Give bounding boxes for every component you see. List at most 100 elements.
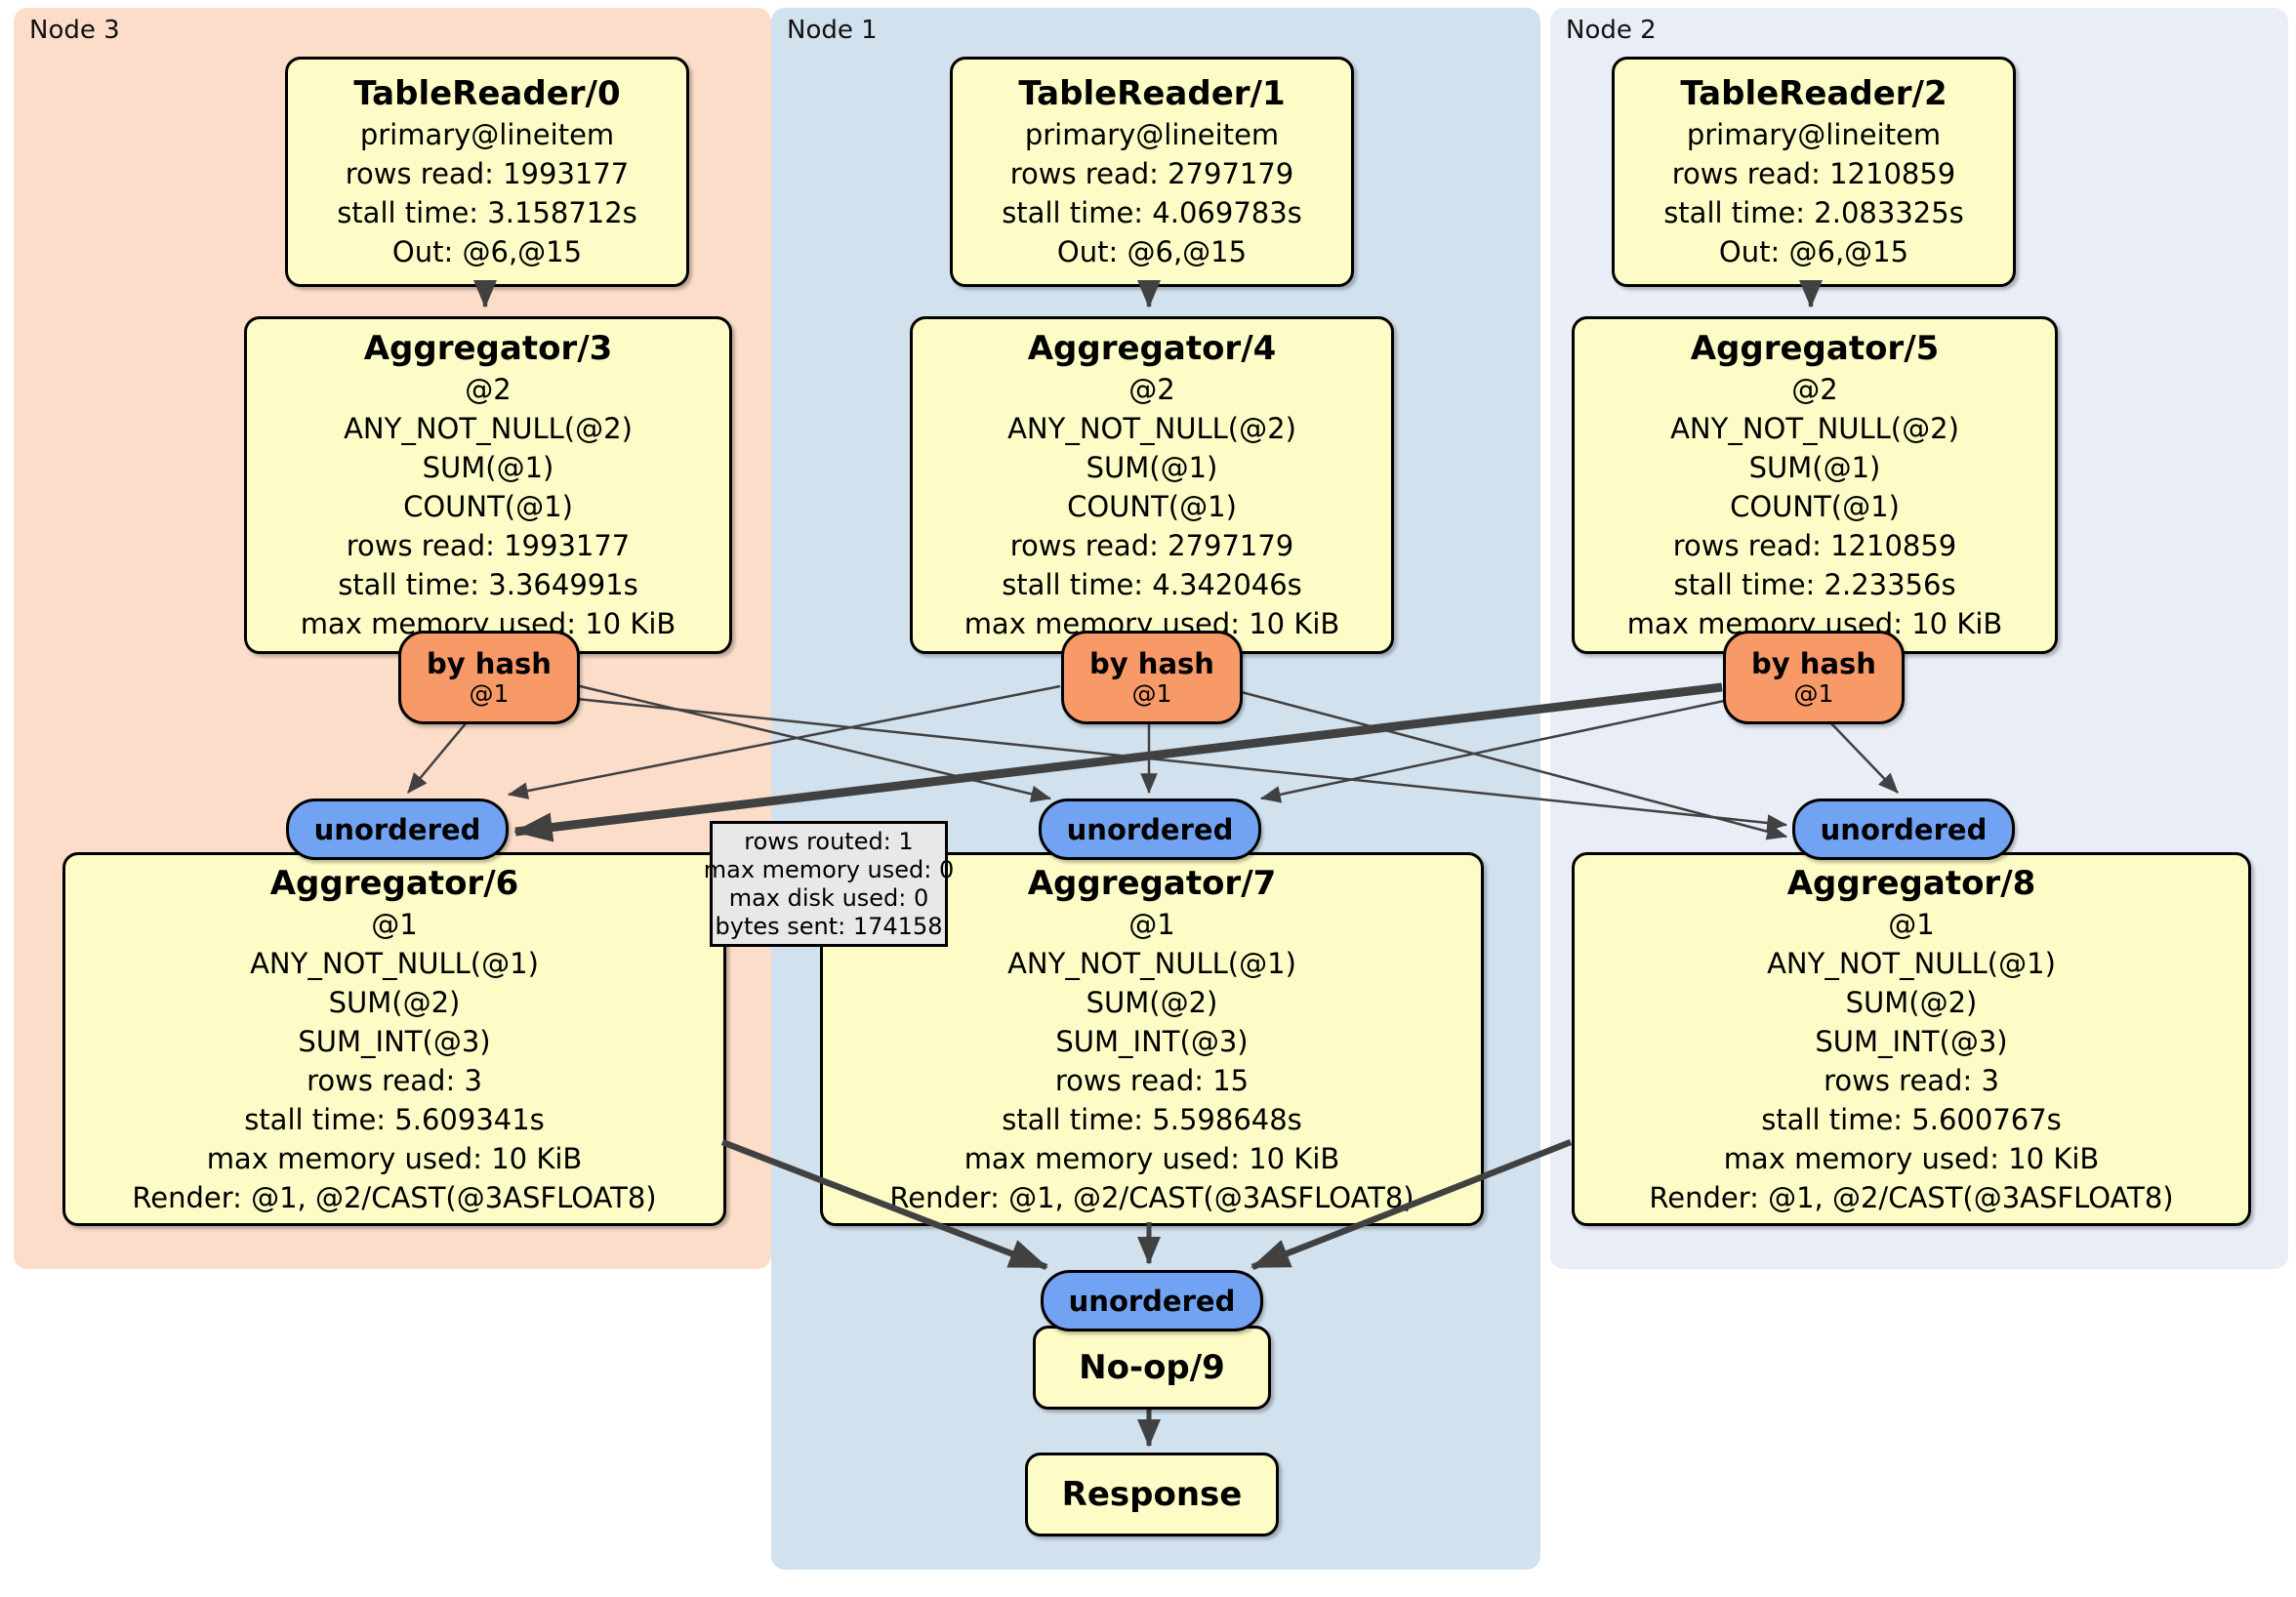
- processor-detail: SUM_INT(@3): [1055, 1024, 1249, 1058]
- router-label: by hash: [1751, 647, 1876, 680]
- processor-detail: primary@lineitem: [1024, 118, 1280, 151]
- processor-detail: @2: [1128, 373, 1175, 406]
- processor-detail: rows read: 3: [307, 1063, 482, 1097]
- processor-detail: rows read: 2797179: [1009, 157, 1294, 190]
- sync-unordered-8: unordered: [1792, 798, 2015, 860]
- processor-detail: COUNT(@1): [1730, 490, 1900, 523]
- processor-detail: max memory used: 10 KiB: [206, 1141, 583, 1175]
- sync-label: unordered: [1068, 1284, 1236, 1318]
- processor-detail: rows read: 1210859: [1671, 157, 1956, 190]
- processor-detail: @2: [465, 373, 512, 406]
- router-detail: @1: [469, 679, 510, 708]
- processor-title: Aggregator/5: [1690, 329, 1940, 368]
- edge-agg8-unordered9[interactable]: [1250, 1138, 1573, 1271]
- processor-detail: SUM_INT(@3): [298, 1024, 491, 1058]
- processor-detail: Out: @6,@15: [391, 235, 583, 268]
- edge-agg6-unordered9[interactable]: [720, 1138, 1048, 1271]
- processor-detail: ANY_NOT_NULL(@1): [1767, 946, 2056, 980]
- processor-detail: stall time: 5.609341s: [244, 1102, 545, 1136]
- router-byhash-5: by hash @1: [1723, 631, 1905, 724]
- router-detail: @1: [1131, 679, 1172, 708]
- processor-title: Aggregator/3: [363, 329, 613, 368]
- processor-tablereader-1: TableReader/1 primary@lineitem rows read…: [950, 57, 1354, 287]
- processor-detail: ANY_NOT_NULL(@2): [344, 412, 633, 445]
- edge-byhash3-unordered6[interactable]: [407, 721, 468, 794]
- sync-label: unordered: [1066, 812, 1234, 846]
- edge-byhash5-unordered6[interactable]: [512, 682, 1723, 842]
- processor-detail: @2: [1791, 373, 1838, 406]
- processor-detail: @1: [1888, 907, 1935, 941]
- edge-byhash3-unordered8[interactable]: [576, 697, 1788, 832]
- processor-detail: Render: @1, @2/CAST(@3ASFLOAT8): [889, 1180, 1414, 1214]
- router-label: by hash: [1089, 647, 1214, 680]
- tooltip-bytes-sent: bytes sent: 174158: [715, 912, 943, 940]
- node2-label: Node 2: [1566, 16, 1657, 45]
- processor-detail: SUM(@1): [1086, 451, 1218, 484]
- processor-tablereader-0: TableReader/0 primary@lineitem rows read…: [285, 57, 689, 287]
- edge-byhash4-unordered6[interactable]: [507, 684, 1061, 799]
- processor-detail: stall time: 2.083325s: [1663, 196, 1964, 229]
- processor-detail: rows read: 3: [1824, 1063, 1999, 1097]
- processor-detail: SUM_INT(@3): [1815, 1024, 2008, 1058]
- processor-detail: stall time: 2.23356s: [1673, 568, 1956, 601]
- edge-byhash5-unordered8[interactable]: [1827, 719, 1899, 794]
- processor-detail: stall time: 5.600767s: [1761, 1102, 2062, 1136]
- processor-title: Aggregator/7: [1027, 863, 1277, 903]
- processor-tablereader-2: TableReader/2 primary@lineitem rows read…: [1612, 57, 2016, 287]
- processor-detail: COUNT(@1): [403, 490, 573, 523]
- sync-label: unordered: [1820, 812, 1988, 846]
- processor-detail: rows read: 1993177: [346, 529, 631, 562]
- processor-detail: ANY_NOT_NULL(@2): [1670, 412, 1959, 445]
- processor-detail: SUM(@1): [422, 451, 554, 484]
- processor-detail: primary@lineitem: [1686, 118, 1942, 151]
- processor-title: TableReader/1: [1018, 74, 1286, 113]
- response-node: Response: [1025, 1453, 1279, 1536]
- processor-detail: max memory used: 10 KiB: [964, 1141, 1340, 1175]
- processor-title: TableReader/2: [1680, 74, 1948, 113]
- router-label: by hash: [427, 647, 552, 680]
- processor-detail: rows read: 1993177: [345, 157, 630, 190]
- processor-title: Response: [1061, 1475, 1243, 1514]
- processor-detail: @1: [371, 907, 418, 941]
- processor-aggregator-3: Aggregator/3 @2 ANY_NOT_NULL(@2) SUM(@1)…: [244, 316, 732, 654]
- processor-detail: ANY_NOT_NULL(@2): [1007, 412, 1296, 445]
- processor-title: Aggregator/8: [1786, 863, 2036, 903]
- processor-detail: primary@lineitem: [359, 118, 615, 151]
- router-byhash-3: by hash @1: [398, 631, 580, 724]
- processor-aggregator-4: Aggregator/4 @2 ANY_NOT_NULL(@2) SUM(@1)…: [910, 316, 1394, 654]
- edge-stats-tooltip: rows routed: 1 max memory used: 0 max di…: [704, 821, 954, 947]
- processor-detail: stall time: 3.158712s: [337, 196, 637, 229]
- processor-title: Aggregator/6: [269, 863, 519, 903]
- processor-detail: Out: @6,@15: [1056, 235, 1248, 268]
- processor-detail: @1: [1128, 907, 1175, 941]
- processor-detail: rows read: 2797179: [1009, 529, 1294, 562]
- processor-detail: stall time: 4.069783s: [1002, 196, 1302, 229]
- sync-label: unordered: [313, 812, 481, 846]
- processor-detail: max memory used: 10 KiB: [1723, 1141, 2100, 1175]
- node1-label: Node 1: [787, 16, 878, 45]
- processor-detail: Render: @1, @2/CAST(@3ASFLOAT8): [132, 1180, 657, 1214]
- processor-detail: stall time: 3.364991s: [338, 568, 638, 601]
- processor-detail: stall time: 4.342046s: [1002, 568, 1302, 601]
- processor-aggregator-5: Aggregator/5 @2 ANY_NOT_NULL(@2) SUM(@1)…: [1572, 316, 2058, 654]
- router-detail: @1: [1793, 679, 1834, 708]
- edge-byhash4-unordered8[interactable]: [1237, 689, 1788, 840]
- processor-detail: ANY_NOT_NULL(@1): [250, 946, 539, 980]
- processor-aggregator-8: Aggregator/8 @1 ANY_NOT_NULL(@1) SUM(@2)…: [1572, 852, 2251, 1226]
- sync-unordered-7: unordered: [1039, 798, 1261, 860]
- edge-byhash5-unordered7[interactable]: [1259, 699, 1725, 803]
- processor-title: Aggregator/4: [1027, 329, 1277, 368]
- processor-detail: Out: @6,@15: [1718, 235, 1909, 268]
- processor-detail: SUM(@2): [1086, 985, 1218, 1019]
- tooltip-max-disk: max disk used: 0: [728, 883, 929, 912]
- processor-detail: stall time: 5.598648s: [1002, 1102, 1302, 1136]
- processor-detail: COUNT(@1): [1067, 490, 1237, 523]
- processor-detail: SUM(@2): [328, 985, 461, 1019]
- sync-unordered-6: unordered: [286, 798, 509, 860]
- sync-unordered-9: unordered: [1041, 1270, 1263, 1331]
- node3-label: Node 3: [29, 16, 120, 45]
- tooltip-max-memory: max memory used: 0: [703, 855, 955, 883]
- processor-detail: SUM(@2): [1845, 985, 1978, 1019]
